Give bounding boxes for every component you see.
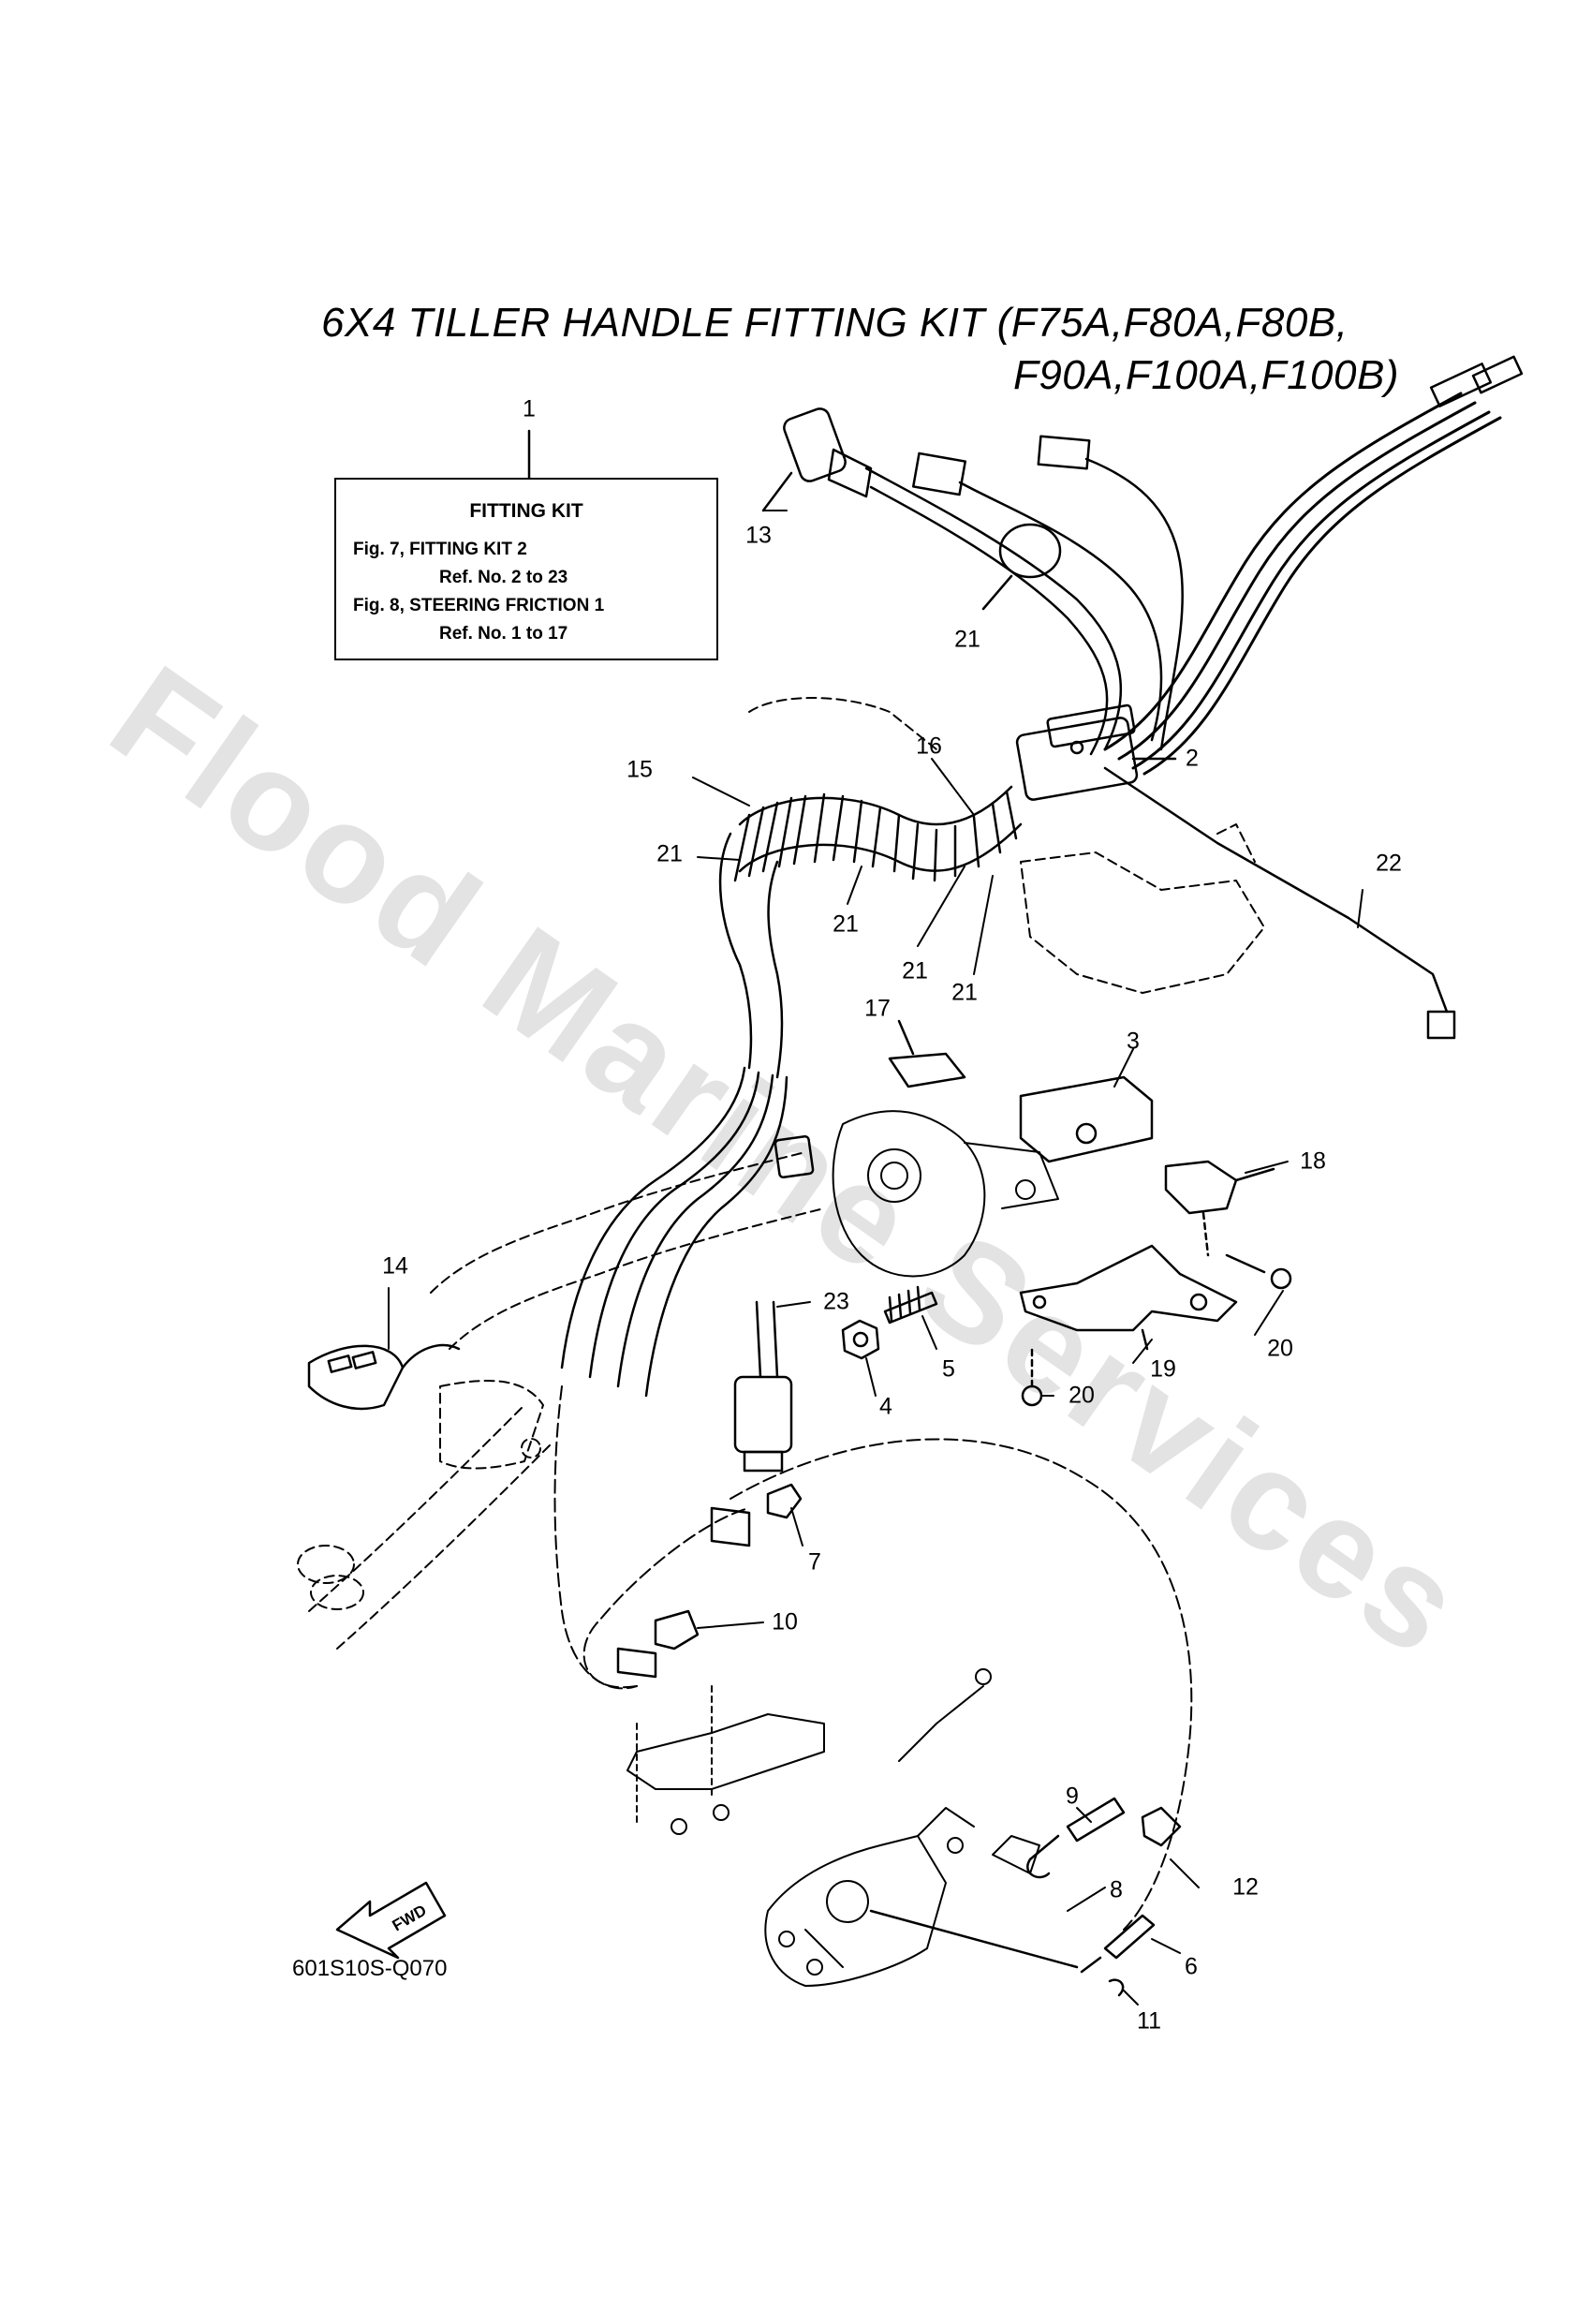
callout-19: 19 [1150, 1355, 1176, 1383]
clip-12 [1141, 1806, 1182, 1847]
fitting-kit-heading: FITTING KIT [469, 500, 583, 522]
cover-3 [1019, 1075, 1154, 1163]
callout-10: 10 [772, 1608, 798, 1636]
corrugated-tube-15-16 [718, 785, 1023, 1079]
tiller-handle [297, 1151, 825, 1650]
callout-21-left: 21 [656, 840, 683, 867]
leader-line-21-top [981, 574, 1013, 611]
clamp-21-top [998, 523, 1062, 579]
callout-20-right: 20 [1267, 1335, 1293, 1362]
shift-lever-assembly [764, 1668, 1040, 1987]
callout-15: 15 [626, 756, 653, 783]
fitting-kit-line-4: Ref. No. 1 to 17 [439, 624, 568, 644]
switch-14 [307, 1343, 461, 1411]
callout-11: 11 [1137, 2007, 1161, 2035]
callout-16: 16 [916, 733, 942, 760]
callout-13: 13 [745, 522, 772, 549]
switch-18 [1164, 1160, 1275, 1257]
callout-1: 1 [523, 395, 536, 422]
callout-14: 14 [382, 1252, 408, 1280]
callout-8: 8 [1110, 1876, 1123, 1903]
diagram-code: 601S10S-Q070 [292, 1956, 448, 1981]
diagram-title-line-1: 6X4 TILLER HANDLE FITTING KIT (F75A,F80A… [321, 300, 1349, 346]
callout-21-right: 21 [951, 979, 978, 1006]
callout-21-top: 21 [954, 626, 980, 653]
link-rod [869, 1909, 1079, 1969]
fitting-kit-box: FITTING KIT Fig. 7, FITTING KIT 2 Ref. N… [334, 478, 718, 660]
connector-13 [761, 407, 1123, 756]
callout-2: 2 [1186, 745, 1199, 772]
callout-23: 23 [823, 1288, 849, 1315]
rod-9 [1026, 1797, 1126, 1879]
callout-18: 18 [1300, 1147, 1326, 1175]
callout-3: 3 [1127, 1028, 1140, 1055]
fitting-kit-line-3: Fig. 8, STEERING FRICTION 1 [353, 596, 605, 615]
diagram-title-line-2: F90A,F100A,F100B) [1012, 352, 1399, 398]
clip-7 [710, 1483, 803, 1547]
pad-17 [888, 1052, 966, 1088]
callout-20-bottom: 20 [1069, 1382, 1095, 1409]
small-connectors-top [912, 435, 1184, 751]
callout-7: 7 [808, 1548, 821, 1576]
bolt-5-nut-4 [841, 1285, 938, 1360]
screw-20-right [1225, 1253, 1292, 1290]
harness-wires [560, 1066, 815, 1398]
callout-9: 9 [1066, 1783, 1079, 1810]
callout-6: 6 [1185, 1953, 1198, 1980]
callout-21-mid: 21 [833, 910, 859, 938]
clamp-10 [616, 1609, 700, 1679]
callout-5: 5 [942, 1355, 955, 1383]
bracket-19 [1019, 1244, 1238, 1351]
grommet-2 [1015, 703, 1177, 801]
rod-6 [1080, 1914, 1156, 1974]
callout-12: 12 [1232, 1873, 1259, 1901]
fwd-arrow-icon [335, 1881, 447, 1960]
cable-22 [1103, 766, 1456, 1040]
callout-22: 22 [1376, 850, 1402, 877]
callout-leaders [388, 510, 1363, 2006]
callout-4: 4 [879, 1393, 892, 1420]
screw-20-bottom [1021, 1347, 1043, 1407]
engine-bracket-outline [748, 697, 1265, 994]
fitting-kit-line-2: Ref. No. 2 to 23 [439, 568, 568, 587]
leader-line-17 [897, 1019, 915, 1056]
sensor-23 [733, 1300, 793, 1473]
lower-bracket-plate [626, 1685, 825, 1835]
pin-11 [1108, 1978, 1125, 1997]
callout-21-lower: 21 [902, 957, 928, 984]
steering-bracket [832, 1110, 1059, 1278]
callout-17: 17 [864, 995, 891, 1022]
fitting-kit-line-1: Fig. 7, FITTING KIT 2 [353, 540, 527, 559]
